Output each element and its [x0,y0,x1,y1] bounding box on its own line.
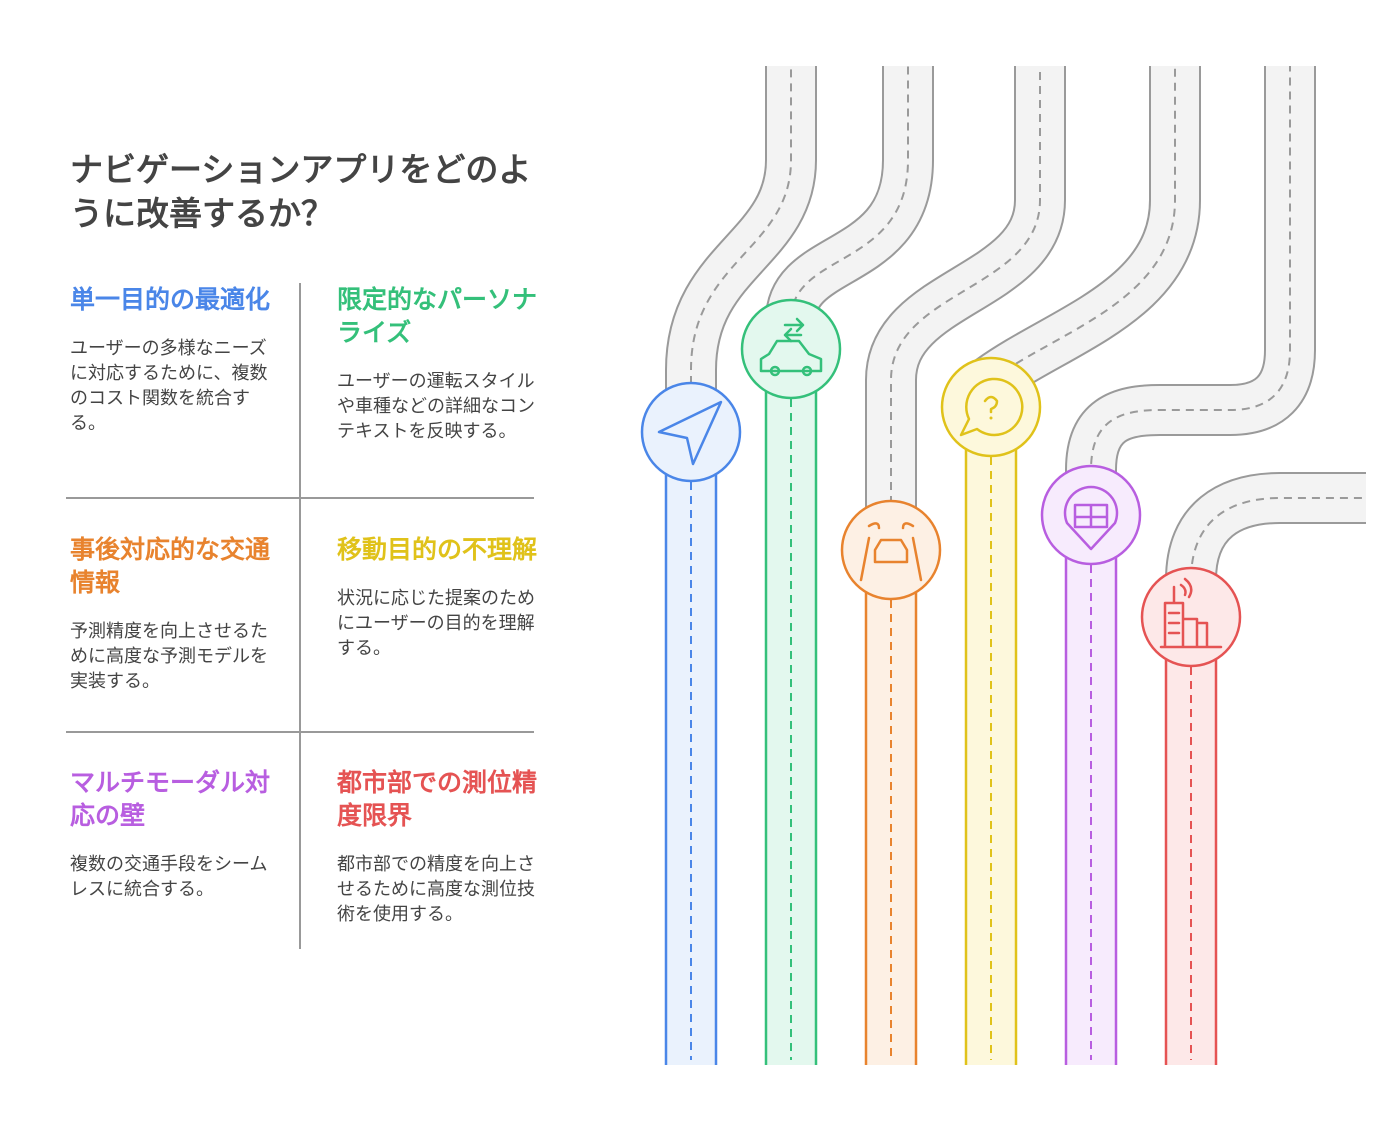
item-body: ユーザーの多様なニーズに対応するために、複数のコスト関数を統合する。 [70,338,268,434]
lane-fill [866,550,916,1065]
city-signal-icon [1140,566,1242,668]
item-body: 複数の交通手段をシームレスに統合する。 [70,854,268,900]
lane-4 [964,407,1018,1065]
navigation-arrow-icon [640,381,742,483]
item-heading: 都市部での測位精度限界 [337,768,538,830]
road-centerline [1190,497,1366,620]
car-swap-icon [740,298,842,400]
road-3 [865,66,1066,560]
car-signal-icon [840,499,942,601]
road-5 [1065,66,1316,520]
item-card: 事後対応的な交通情報 予測精度を向上させるために高度な予測モデルを実装する。 [70,533,270,694]
item-body: 予測精度を向上させるために高度な予測モデルを実装する。 [70,621,268,692]
item-heading: マルチモーダル対応の壁 [70,768,271,830]
item-heading: 単一目的の最適化 [70,285,271,314]
item-card: 都市部での測位精度限界 都市部での精度を向上させるために高度な測位技術を使用する… [337,766,537,927]
item-heading: 移動目的の不理解 [337,535,538,564]
road-centerline [990,66,1176,420]
road-centerline [690,66,792,440]
item-body: ユーザーの運転スタイルや車種などの詳細なコンテキストを反映する。 [337,371,535,442]
road-1 [665,66,817,440]
grid-divider [66,731,534,733]
grid-divider-vertical [299,283,301,949]
bus-pin-icon [1040,464,1142,566]
lane-3 [864,550,918,1065]
lane-6 [1164,617,1218,1065]
question-bubble-icon [940,356,1042,458]
item-body: 都市部での精度を向上させるために高度な測位技術を使用する。 [337,854,535,925]
item-heading: 限定的なパーソナライズ [337,285,538,347]
item-card: 限定的なパーソナライズ ユーザーの運転スタイルや車種などの詳細なコンテキストを反… [337,283,537,444]
road-centerline [1090,66,1291,520]
page-title: ナビゲーションアプリをどのように改善するか？ [70,150,532,233]
item-card: 移動目的の不理解 状況に応じた提案のためにユーザーの目的を理解する。 [337,533,537,661]
item-card: マルチモーダル対応の壁 複数の交通手段をシームレスに統合する。 [70,766,270,902]
item-body: 状況に応じた提案のためにユーザーの目的を理解する。 [337,588,535,659]
lane-2 [764,349,818,1065]
road-centerline [890,66,1041,560]
lane-1 [664,432,718,1065]
item-heading: 事後対応的な交通情報 [70,535,271,597]
item-card: 単一目的の最適化 ユーザーの多様なニーズに対応するために、複数のコスト関数を統合… [70,283,270,436]
grid-divider [66,497,534,499]
lane-5 [1064,515,1118,1065]
